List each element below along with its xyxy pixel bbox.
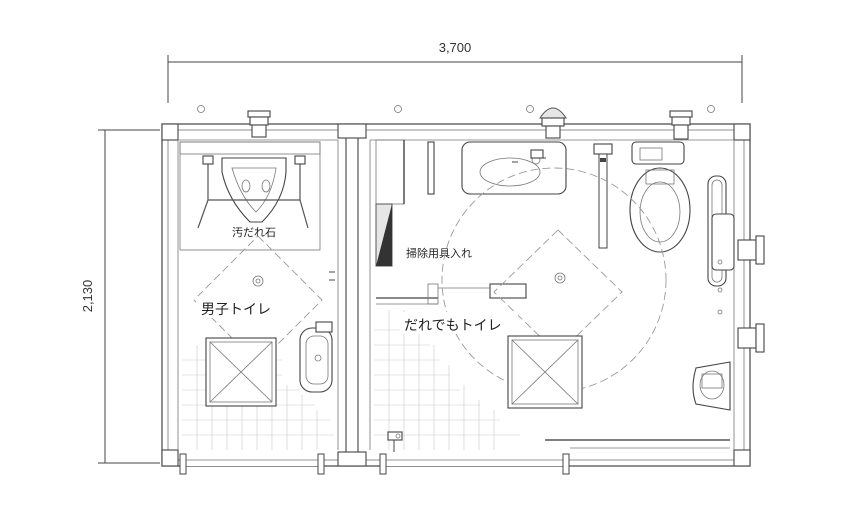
width-dimension-label: 3,700	[439, 40, 472, 55]
cleaning-storage-label: 掃除用具入れ	[406, 246, 472, 260]
universal-toilet-bowl	[629, 141, 691, 253]
universal-floor-grid	[374, 310, 520, 450]
width-dimension: 3,700	[167, 40, 743, 103]
vent-marker	[197, 105, 205, 113]
floor-tap	[387, 431, 403, 452]
universal-toilet-label: だれでもトイレ	[404, 318, 502, 334]
l-shaped-grab-bar	[707, 175, 735, 287]
floor-drain	[554, 272, 566, 284]
ostomate-basin	[692, 361, 731, 411]
toilet-vent-pipe	[669, 110, 693, 140]
vent-marker	[526, 105, 534, 113]
mens-handwash-sink	[299, 321, 333, 393]
mens-vent-pipe	[247, 110, 271, 138]
vent-marker	[394, 105, 402, 113]
right-wall-fittings	[717, 235, 765, 353]
floor-drain	[252, 275, 264, 287]
height-dimension: 2,130	[80, 129, 160, 464]
mens-floor-panel	[205, 337, 277, 407]
stain-resistant-stone-area: 汚だれ石	[179, 141, 321, 251]
universal-floor-panel	[507, 335, 583, 409]
height-dimension-label: 2,130	[80, 280, 95, 313]
vertical-grab-rail	[593, 143, 613, 249]
outer-walls	[161, 123, 751, 475]
universal-washbasin	[461, 141, 567, 195]
vent-marker	[707, 105, 715, 113]
universal-vent-pipe	[539, 107, 567, 139]
urinal	[221, 157, 287, 223]
mens-toilet-label: 男子トイレ	[201, 302, 271, 318]
stain-resistant-stone-label: 汚だれ石	[232, 226, 276, 239]
